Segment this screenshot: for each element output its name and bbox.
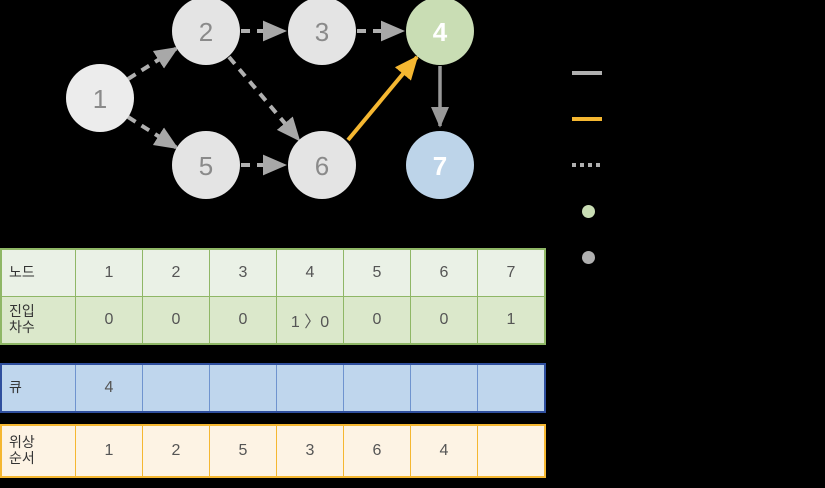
node-cell-2: 2 bbox=[142, 248, 210, 297]
graph-node-3[interactable]: 3 bbox=[288, 0, 356, 65]
green-dot-icon bbox=[572, 204, 626, 218]
graph-node-7[interactable]: 7 bbox=[406, 131, 474, 199]
node-cell-4: 4 bbox=[276, 248, 344, 297]
queue-table: 큐 4 bbox=[0, 363, 546, 413]
legend-item-green-node bbox=[572, 188, 812, 234]
queue-cell-5 bbox=[410, 363, 478, 413]
graph-node-4[interactable]: 4 bbox=[406, 0, 474, 65]
indegree-cell-5: 0 bbox=[343, 296, 411, 345]
legend-item-solid-gray-edge bbox=[572, 50, 812, 96]
order-cell-2: 5 bbox=[209, 424, 277, 478]
graph-node-7-label: 7 bbox=[433, 151, 447, 181]
node-cell-7: 7 bbox=[477, 248, 546, 297]
graph-node-5[interactable]: 5 bbox=[172, 131, 240, 199]
node-cell-1: 1 bbox=[75, 248, 143, 297]
graph-node-6-label: 6 bbox=[315, 151, 329, 181]
queue-cell-4 bbox=[343, 363, 411, 413]
indegree-cell-6: 0 bbox=[410, 296, 478, 345]
edge-6-4-highlight bbox=[346, 55, 419, 142]
solid-gray-line-icon bbox=[572, 71, 616, 75]
gray-dot-icon bbox=[572, 250, 626, 264]
order-cell-3: 3 bbox=[276, 424, 344, 478]
queue-cell-2 bbox=[209, 363, 277, 413]
graph-node-6[interactable]: 6 bbox=[288, 131, 356, 199]
graph-node-2-label: 2 bbox=[199, 17, 213, 47]
table-row-queue: 큐 4 bbox=[0, 363, 546, 413]
indegree-cell-7: 1 bbox=[477, 296, 546, 345]
queue-cell-0: 4 bbox=[75, 363, 143, 413]
dotted-gray-line-icon bbox=[572, 163, 616, 167]
queue-cell-6 bbox=[477, 363, 546, 413]
legend-item-solid-orange-edge bbox=[572, 96, 812, 142]
order-cell-4: 6 bbox=[343, 424, 411, 478]
node-cell-5: 5 bbox=[343, 248, 411, 297]
order-cell-0: 1 bbox=[75, 424, 143, 478]
indegree-cell-4: 1 〉0 bbox=[276, 296, 344, 345]
queue-cell-3 bbox=[276, 363, 344, 413]
graph-nodes: 1 2 3 4 5 bbox=[66, 0, 474, 199]
order-cell-5: 4 bbox=[410, 424, 478, 478]
row-label-node: 노드 bbox=[0, 248, 76, 297]
edge-1-2 bbox=[126, 46, 179, 81]
legend-item-dotted-gray-edge bbox=[572, 142, 812, 188]
order-cell-1: 2 bbox=[142, 424, 210, 478]
edge-2-6 bbox=[227, 55, 301, 142]
graph-edges bbox=[126, 20, 450, 176]
order-cell-6 bbox=[477, 424, 546, 478]
table-row-node-header: 노드 1 2 3 4 5 6 7 bbox=[0, 248, 546, 297]
node-cell-6: 6 bbox=[410, 248, 478, 297]
graph-node-1-label: 1 bbox=[93, 84, 107, 114]
graph-node-2[interactable]: 2 bbox=[172, 0, 240, 65]
graph-canvas: 1 2 3 4 5 bbox=[66, 0, 474, 199]
indegree-cell-2: 0 bbox=[142, 296, 210, 345]
graph-node-3-label: 3 bbox=[315, 17, 329, 47]
indegree-cell-1: 0 bbox=[75, 296, 143, 345]
node-cell-3: 3 bbox=[209, 248, 277, 297]
legend-item-gray-node bbox=[572, 234, 812, 280]
graph-node-5-label: 5 bbox=[199, 151, 213, 181]
row-label-queue: 큐 bbox=[0, 363, 76, 413]
legend bbox=[572, 50, 812, 280]
graph-node-4-label: 4 bbox=[433, 17, 448, 47]
indegree-cell-3: 0 bbox=[209, 296, 277, 345]
solid-orange-line-icon bbox=[572, 117, 616, 121]
edge-1-5 bbox=[126, 115, 179, 150]
queue-cell-1 bbox=[142, 363, 210, 413]
graph-node-1[interactable]: 1 bbox=[66, 64, 134, 132]
graph-visualization: 1 2 3 4 5 bbox=[0, 0, 550, 232]
